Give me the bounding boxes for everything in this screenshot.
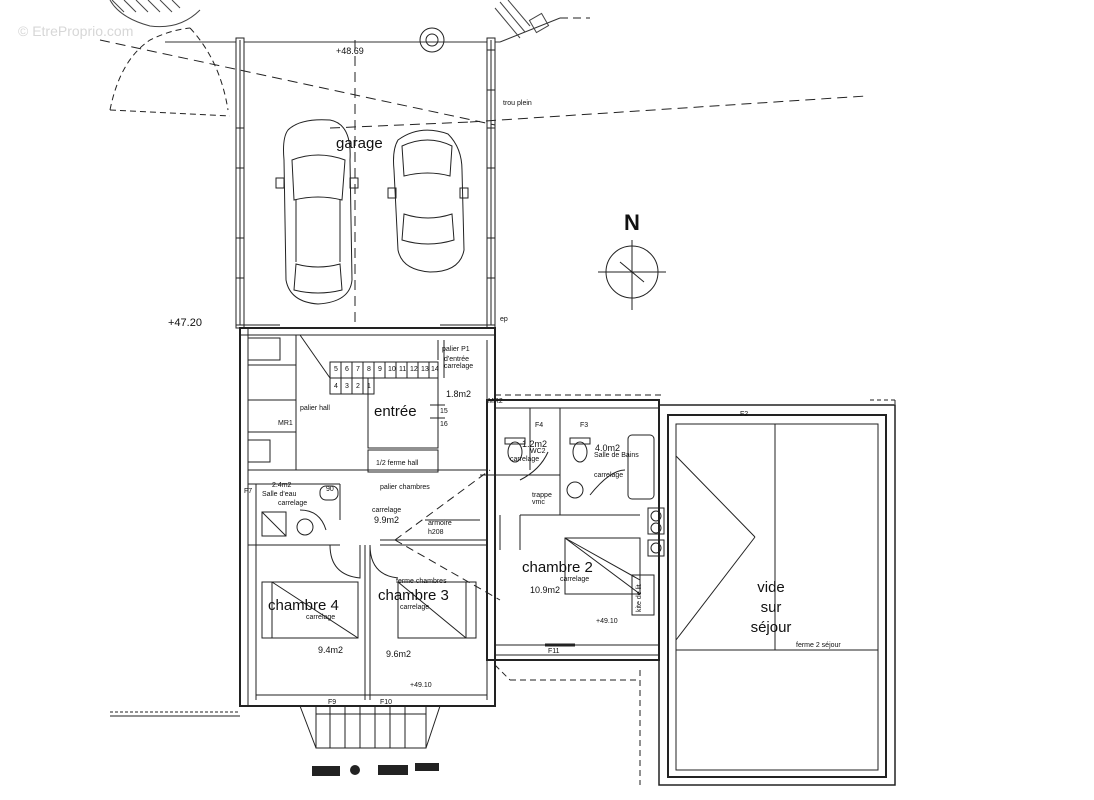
stair-number: 4 (334, 383, 338, 390)
palier-chambres-area: 9.9m2 (374, 515, 400, 525)
chambre2-area: 10.9m2 (530, 585, 561, 595)
stair-number: 16 (440, 421, 448, 428)
trou-plein-label: trou plein (503, 100, 532, 107)
sde-floor: carrelage (278, 500, 308, 507)
stair-number: 6 (345, 366, 349, 373)
gate-arc (109, 27, 191, 111)
stair-number: 1 (367, 383, 371, 390)
scale-bar (312, 763, 439, 776)
stair-number: 7 (356, 366, 360, 373)
garage-label: garage (336, 135, 383, 152)
stair-number: 8 (367, 366, 371, 373)
bed-chambre2 (564, 537, 641, 595)
window-f7: F7 (244, 488, 253, 495)
watermark: © EtreProprio.com (18, 23, 134, 39)
sde-name: Salle d'eau (262, 491, 297, 498)
mr1-label: MR1 (278, 420, 293, 427)
vide-label-1: vide (757, 579, 785, 596)
sde-area: 2.4m2 (272, 482, 292, 489)
level-right-wing: +49.10 (596, 618, 618, 625)
chambre4-name: chambre 4 (268, 597, 339, 614)
ep-label: ep (500, 316, 508, 323)
entree-carrelage-label: d'entrée carrelage (444, 356, 474, 370)
ferme-hall-label: 1/2 ferme hall (376, 460, 419, 467)
armoire-name: armoire (428, 520, 452, 527)
chambre2-floor: carrelage (560, 576, 590, 583)
stair-number: 13 (421, 366, 429, 373)
chambre3-floor: carrelage (400, 604, 430, 611)
chambre2-name: chambre 2 (522, 559, 593, 576)
ferme-sejour-label: ferme 2 séjour (796, 642, 841, 649)
sdb-area: 4.0m2 (595, 443, 621, 453)
chambre3-name: chambre 3 (378, 587, 449, 604)
sdb-floor: carrelage (594, 472, 624, 479)
stair-number: 15 (440, 408, 448, 415)
window-f2: F2 (740, 411, 749, 418)
window-f4: F4 (535, 422, 544, 429)
level-bottom: +49.10 (410, 682, 432, 689)
car-left-icon (275, 119, 359, 305)
window-f11: F11 (548, 648, 560, 655)
compass-icon (598, 240, 666, 310)
level-top: +48.69 (336, 46, 364, 56)
mr2-label: MR2 (488, 398, 503, 405)
stair-number: 2 (356, 383, 360, 390)
sdb-name: Salle de Bains (594, 452, 639, 459)
stair-number: 9 (378, 366, 382, 373)
stair-number: 5 (334, 366, 338, 373)
palier-p1-label: palier P1 (442, 346, 470, 353)
bed-chambre4 (261, 581, 359, 639)
chambre3-area: 9.6m2 (386, 649, 412, 659)
vide-label-2: sur (760, 599, 782, 616)
car-right-icon (387, 129, 469, 273)
window-f9: F9 (328, 699, 337, 706)
chambre3-header: ferme chambres (396, 578, 447, 585)
stair-number: 10 (388, 366, 396, 373)
hall-area-label: 1.8m2 (446, 389, 472, 399)
stair-number: 12 (410, 366, 418, 373)
window-f3: F3 (580, 422, 589, 429)
armoire-code: h208 (428, 529, 444, 536)
window-f10: F10 (380, 699, 393, 706)
stair-number: 3 (345, 383, 349, 390)
trappe-vmc: trappe vmc (532, 492, 552, 506)
manhole-icon (419, 27, 445, 53)
stair-number: 11 (399, 366, 407, 373)
palier-chambres-name: palier chambres (380, 484, 430, 491)
level-left: +47.20 (168, 317, 202, 329)
door-arc (329, 544, 361, 579)
entree-label: entrée (374, 403, 417, 420)
stairs (299, 334, 445, 432)
wc-name: WC2 (530, 448, 546, 455)
compass-north-label: N (624, 210, 640, 235)
wc-area: 1.2m2 (522, 439, 548, 449)
palier-chambres-floor: carrelage (372, 507, 402, 514)
wc-floor: carrelage (510, 456, 540, 463)
chambre4-floor: carrelage (306, 614, 336, 621)
chambre4-area: 9.4m2 (318, 645, 344, 655)
stair-number: 14 (431, 366, 439, 373)
chambre2-side: kite de lit (636, 584, 643, 612)
door-arc (369, 544, 399, 579)
palier-hall-label: palier hall (300, 405, 330, 412)
vide-label-3: séjour (750, 619, 792, 636)
bed-chambre3 (397, 581, 477, 639)
dim-90: 90 (326, 486, 334, 493)
hatch-top-left (109, 0, 201, 28)
